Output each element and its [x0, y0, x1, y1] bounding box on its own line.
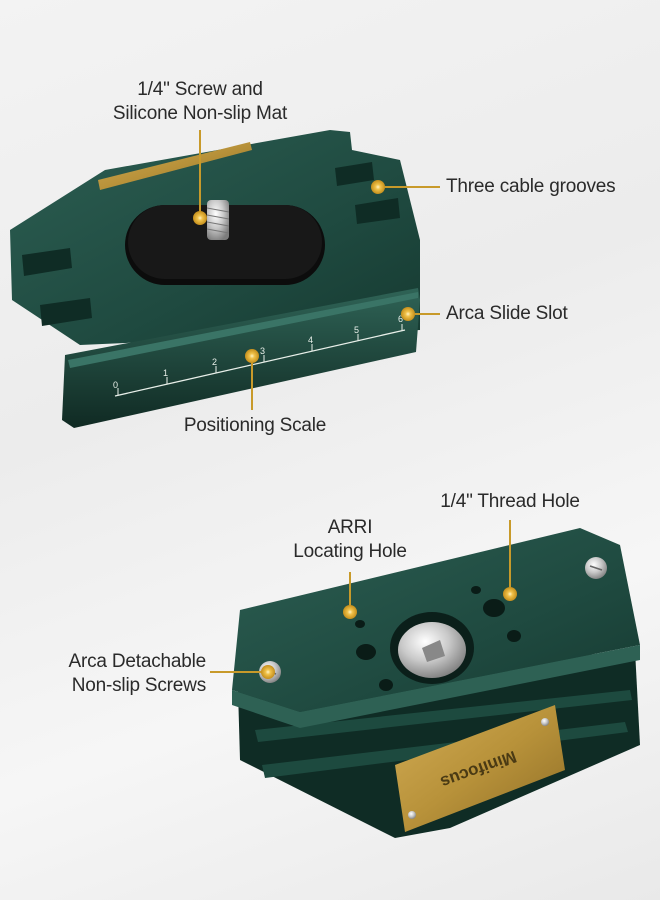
callout-screw-mat: 1/4" Screw and Silicone Non-slip Mat	[100, 78, 300, 126]
callout-arca-slot: Arca Slide Slot	[446, 303, 568, 324]
marker-arri-hole	[343, 605, 357, 619]
marker-screw	[193, 211, 207, 225]
callout-arca-screws-line1: Arca Detachable	[68, 651, 207, 672]
scale-tick-5: 5	[354, 325, 359, 335]
callout-positioning-scale: Positioning Scale	[183, 415, 327, 436]
scale-tick-0: 0	[113, 380, 118, 390]
scale-ticks-marks	[117, 324, 403, 395]
callout-arri-hole-line2: Locating Hole	[293, 541, 407, 562]
marker-thread-hole	[503, 587, 517, 601]
bottom-plate: Minifocus	[232, 528, 640, 838]
callout-screw-mat-line1: 1/4" Screw and	[137, 79, 263, 100]
callout-thread-hole: 1/4" Thread Hole	[440, 491, 580, 512]
callout-arri-hole: ARRI Locating Hole	[280, 516, 420, 564]
callout-arca-screws: Arca Detachable Non-slip Screws	[40, 650, 207, 698]
scale-tick-1: 1	[163, 368, 168, 378]
callout-cable-grooves: Three cable grooves	[446, 176, 616, 197]
marker-arca-slot	[401, 307, 415, 321]
top-plate: 0 1 2 3 4 5 6	[10, 130, 420, 428]
callout-arca-screws-line2: Non-slip Screws	[71, 675, 206, 696]
callout-markers	[193, 180, 517, 679]
scale-tick-2: 2	[212, 357, 217, 367]
marker-scale	[245, 349, 259, 363]
marker-arca-screws	[261, 665, 275, 679]
scale-tick-3: 3	[260, 346, 265, 356]
callout-arri-hole-line1: ARRI	[327, 517, 373, 538]
scale-tick-4: 4	[308, 335, 313, 345]
scale-tick-6: 6	[398, 314, 403, 324]
callout-screw-mat-line2: Silicone Non-slip Mat	[112, 103, 288, 124]
marker-cable-grooves	[371, 180, 385, 194]
callout-leaders	[199, 130, 511, 673]
